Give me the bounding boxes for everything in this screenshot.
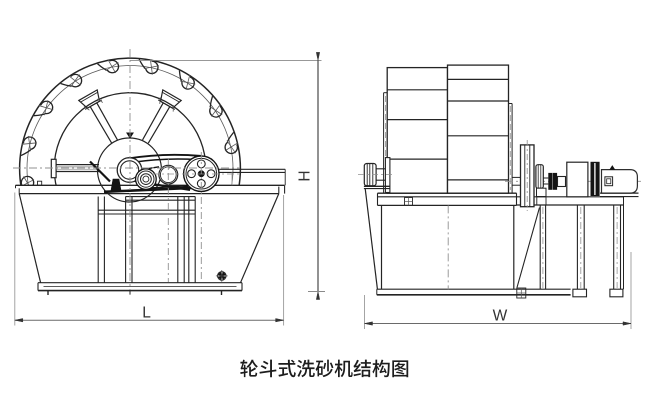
svg-text:L: L [142, 305, 151, 322]
svg-text:H: H [297, 170, 314, 181]
svg-text:W: W [493, 308, 508, 325]
